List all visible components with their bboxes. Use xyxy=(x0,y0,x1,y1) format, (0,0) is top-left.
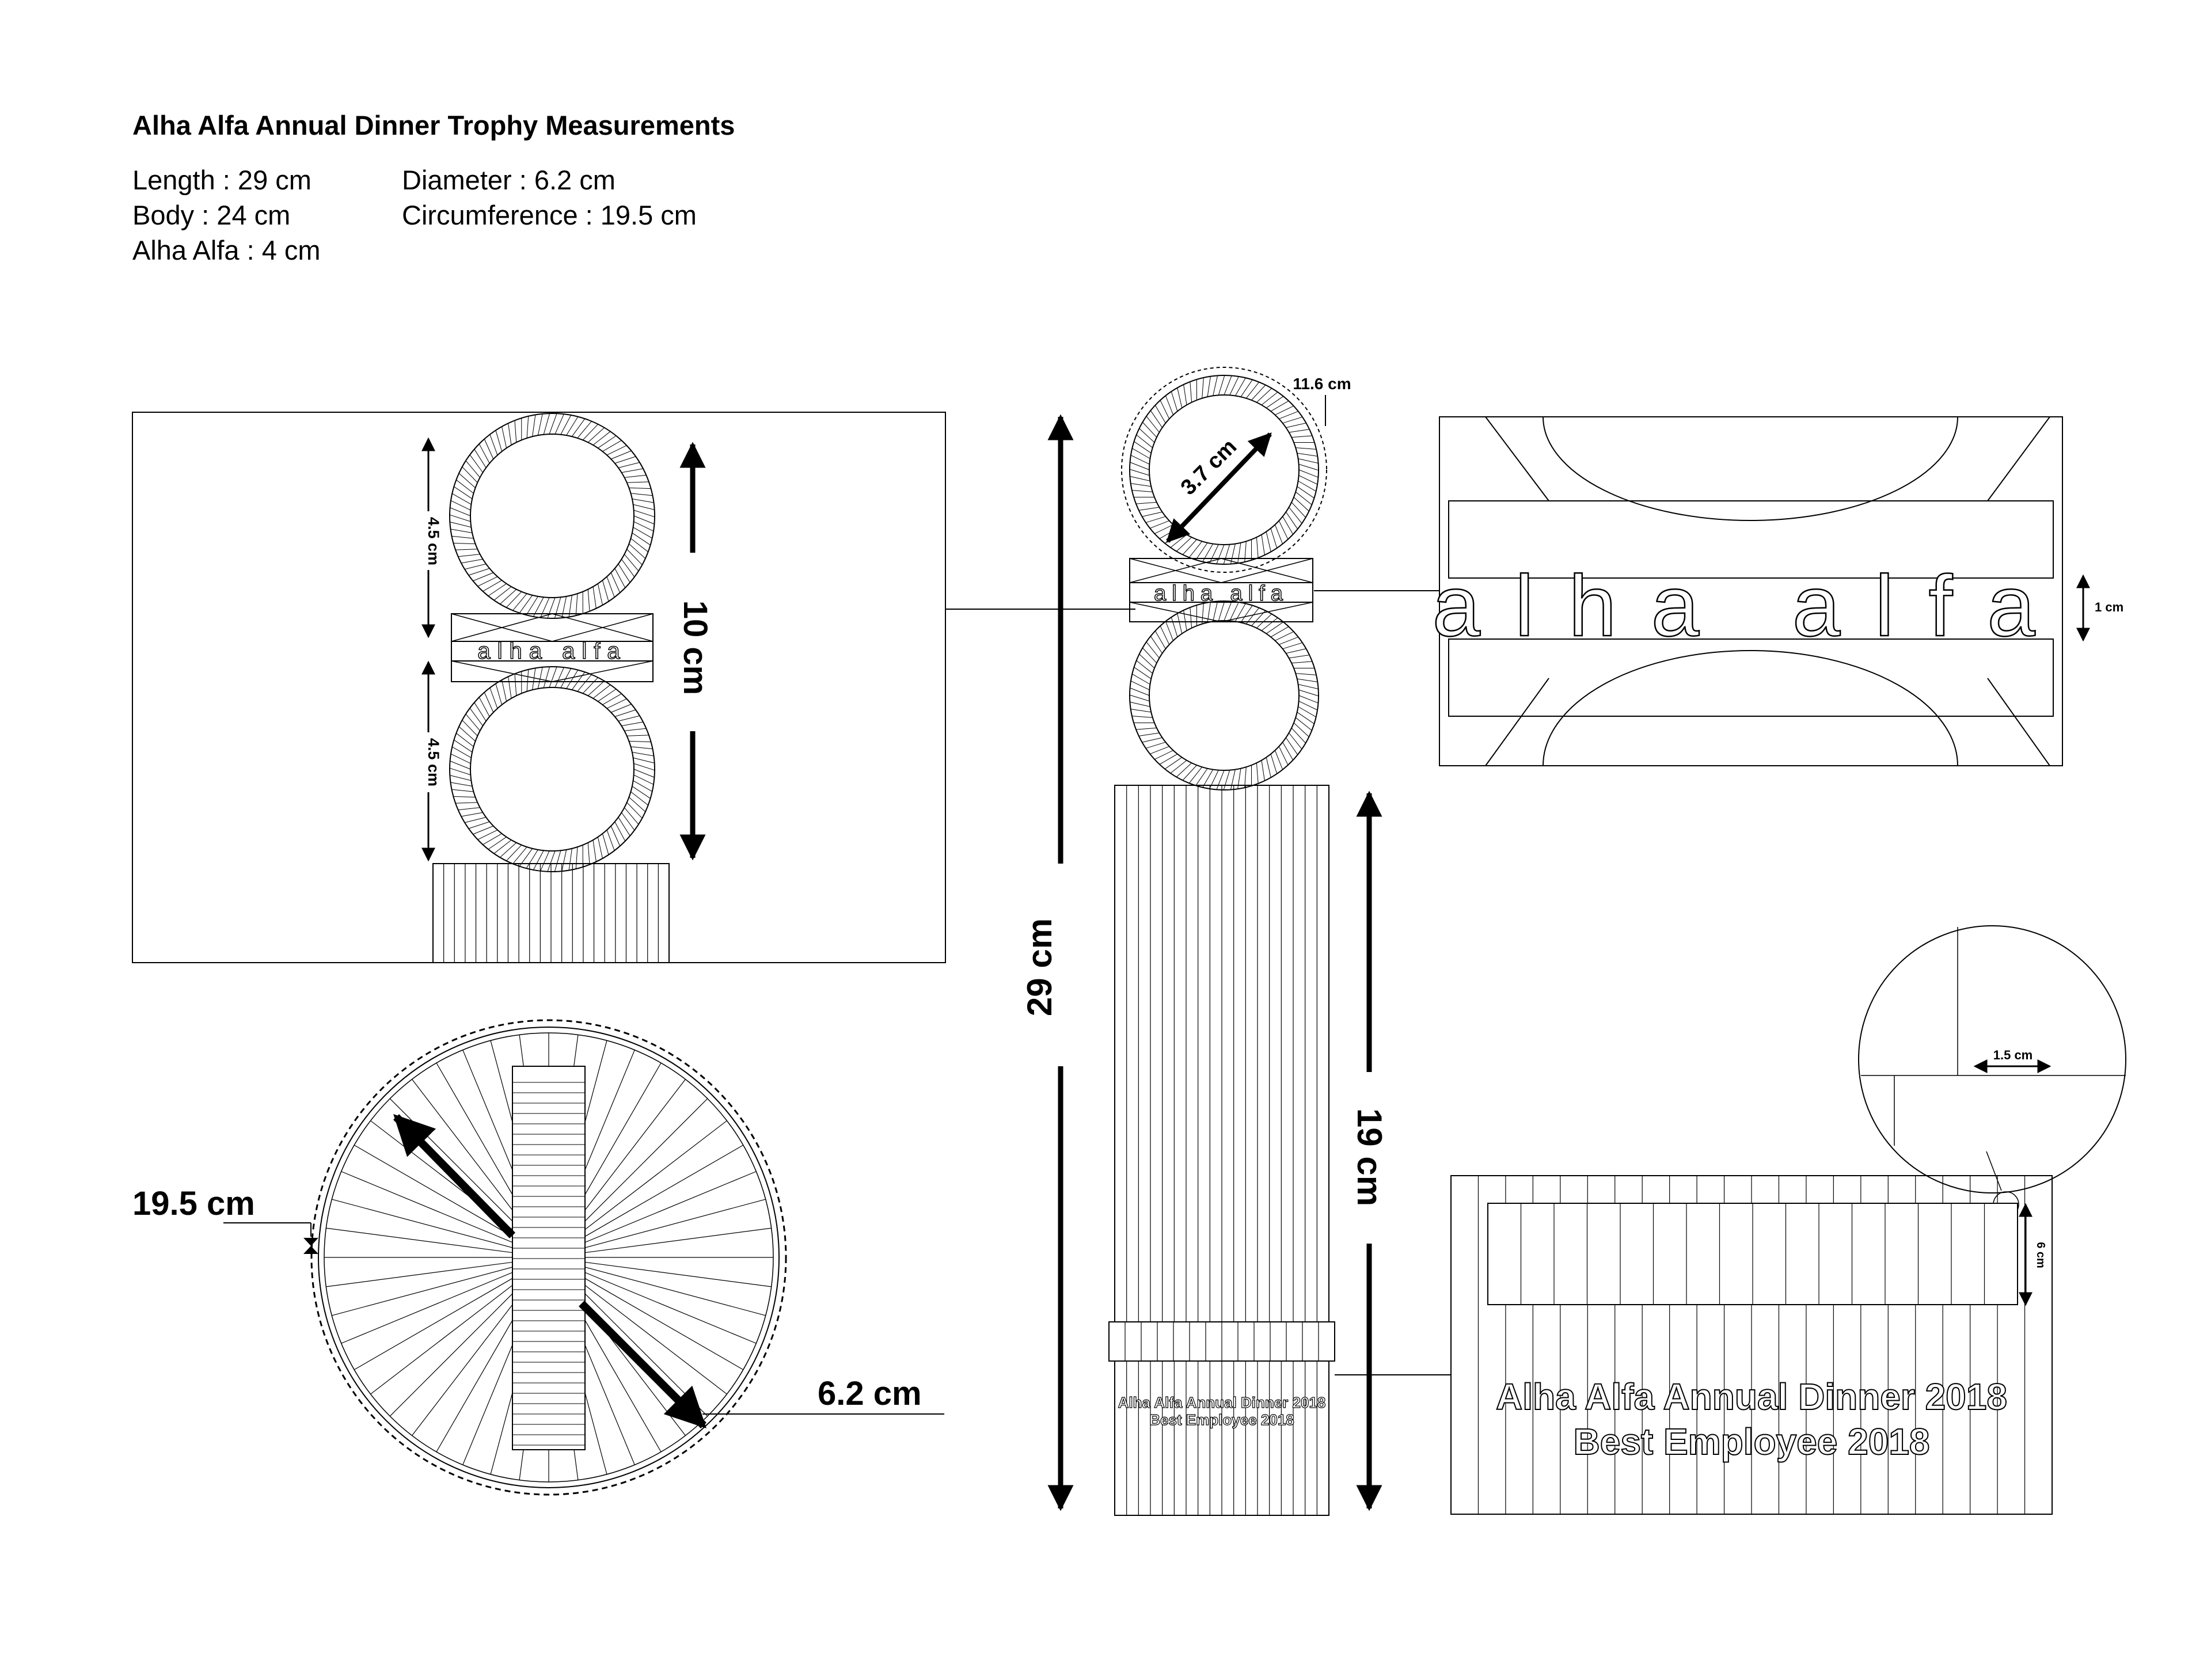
dim-ring-outer: 11.6 cm xyxy=(1293,375,1351,393)
top-view-panel: alha alfa 10 cm 4.5 cm 4.5 cm xyxy=(132,412,946,963)
panel-frame xyxy=(132,412,946,963)
engraving-line2: Best Employee 2018 xyxy=(1574,1421,1930,1462)
dim-detail-width: 1.5 cm xyxy=(1993,1048,2033,1062)
dim-base-diameter: 6.2 cm xyxy=(818,1375,922,1412)
dim-logo-height: 1 cm xyxy=(2095,600,2123,614)
header: Alha Alfa Annual Dinner Trophy Measureme… xyxy=(132,109,939,265)
logo-text: alha alfa xyxy=(477,638,626,664)
spec-diameter: Diameter : 6.2 cm xyxy=(402,165,616,195)
logo-detail-panel: alha alfa 1 cm xyxy=(1431,416,2123,766)
side-engraving-line2: Best Employee 2018 xyxy=(1149,1411,1294,1428)
engraving-detail-panel: 1.5 cm 6 cm Alha Alfa Annual Dinner 2018… xyxy=(1450,925,2126,1515)
dim-circle-lower: 4.5 cm xyxy=(425,738,442,786)
dim-circle-upper: 4.5 cm xyxy=(425,517,442,565)
page-title: Alha Alfa Annual Dinner Trophy Measureme… xyxy=(132,110,735,140)
side-ring-upper xyxy=(1129,375,1319,565)
specs-right: Diameter : 6.2 cm Circumference : 19.5 c… xyxy=(402,162,697,233)
side-elevation: alha alfa Alha Alfa Annual Dinner 2018 B… xyxy=(1020,367,1389,1516)
side-engraving-line1: Alha Alfa Annual Dinner 2018 xyxy=(1118,1394,1326,1411)
spec-body: Body : 24 cm xyxy=(132,200,291,230)
spec-alha-alfa: Alha Alfa : 4 cm xyxy=(132,235,321,265)
spec-length: Length : 29 cm xyxy=(132,165,311,195)
dim-base-circumference: 19.5 cm xyxy=(132,1185,255,1222)
logo-panel-frame xyxy=(1439,416,2063,766)
dim-total-length: 29 cm xyxy=(1020,918,1059,1016)
top-ring-upper xyxy=(449,413,655,619)
engraving-line1: Alha Alfa Annual Dinner 2018 xyxy=(1496,1376,2007,1417)
magnifier-circle xyxy=(1858,925,2126,1194)
logo-detail-text: alha alfa xyxy=(1432,557,2069,654)
specs-left: Length : 29 cm Body : 24 cm Alha Alfa : … xyxy=(132,162,321,268)
top-ring-lower xyxy=(449,666,655,872)
side-ring-lower xyxy=(1129,600,1319,790)
spec-circumference: Circumference : 19.5 cm xyxy=(402,200,697,230)
dim-band-height: 6 cm xyxy=(2034,1242,2047,1268)
dim-ring-inner: 3.7 cm xyxy=(1176,435,1241,500)
dim-body: 19 cm xyxy=(1350,1108,1389,1206)
base-top-view: 19.5 cm 6.2 cm xyxy=(132,1019,944,1496)
dim-top-view-ring: 10 cm xyxy=(677,600,714,695)
